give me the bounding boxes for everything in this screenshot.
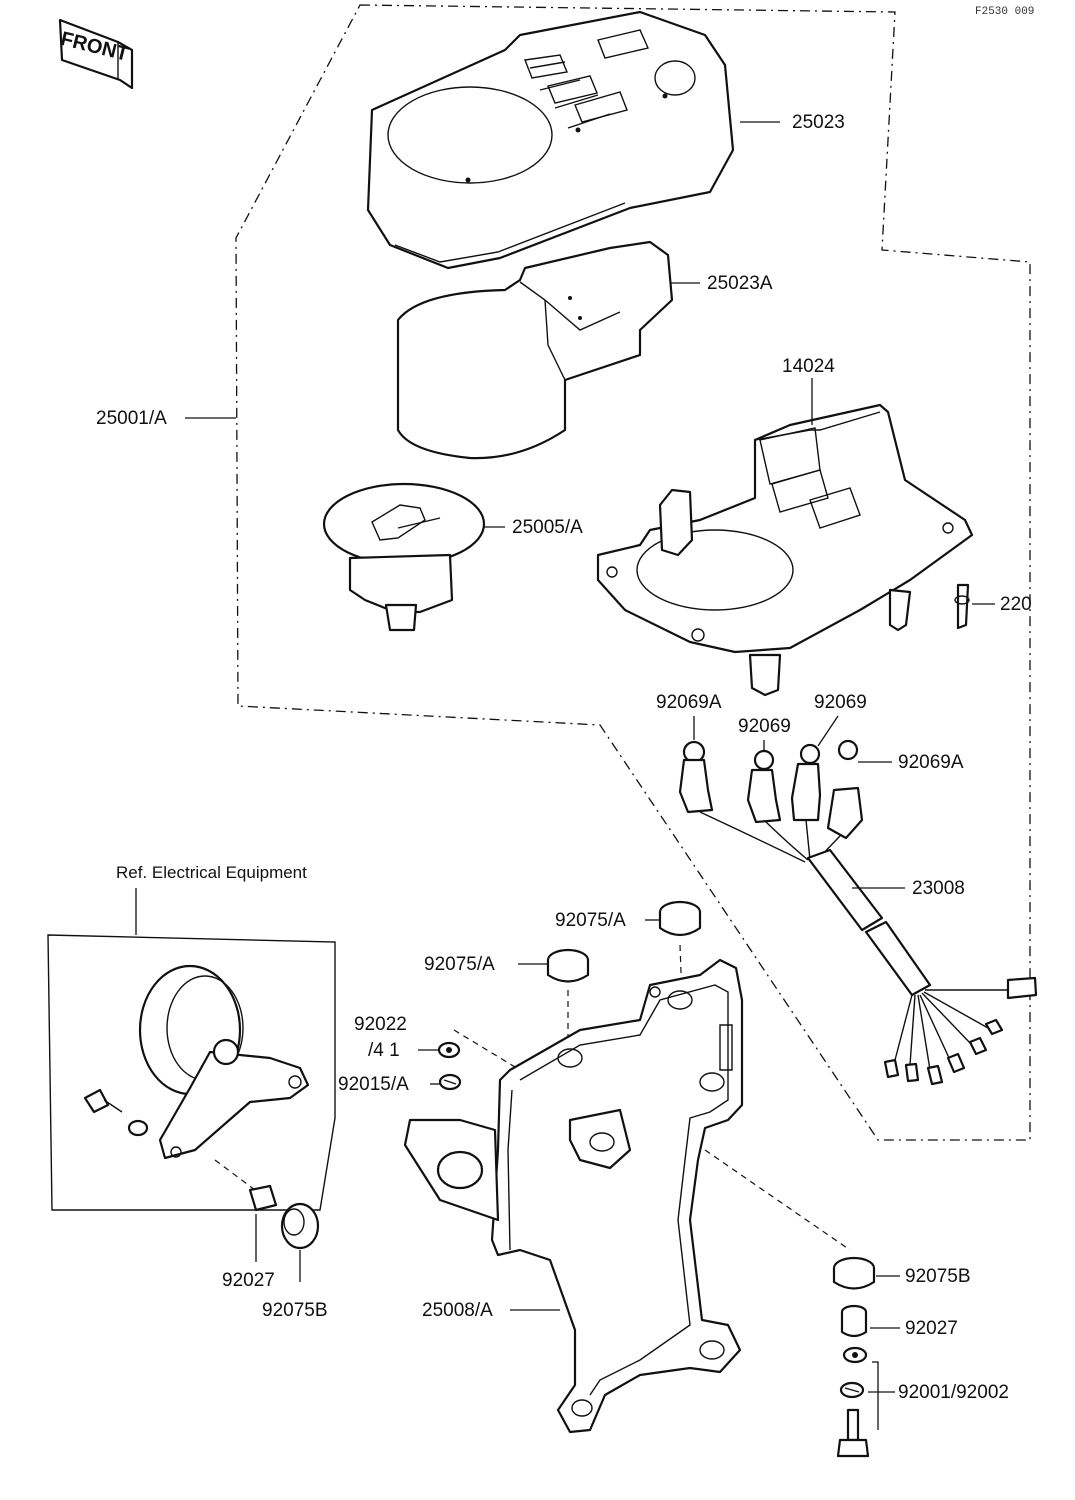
- label-23008: 23008: [912, 878, 965, 899]
- horn: [138, 964, 310, 1160]
- grommet-92075A-mid: [546, 948, 590, 983]
- label-92075B-right: 92075B: [905, 1266, 971, 1287]
- label-92015A: 92015/A: [338, 1074, 409, 1095]
- bulb-socket-92069A-left: [678, 740, 714, 814]
- meter-cover-upper: [366, 10, 735, 270]
- washer-92022: [437, 1041, 461, 1059]
- label-92075A-top: 92075/A: [555, 910, 626, 931]
- label-92075B-left: 92075B: [262, 1300, 328, 1321]
- label-220: 220: [1000, 594, 1032, 615]
- screw-220: [954, 583, 970, 630]
- nut-92015A: [438, 1073, 462, 1091]
- meter-housing: [596, 403, 974, 697]
- washer-92002: [839, 1381, 865, 1399]
- electrical-ref-boundary: [47, 934, 336, 1211]
- wire-harness: [699, 811, 1038, 1086]
- label-92075A-mid: 92075/A: [424, 954, 495, 975]
- washer-92001: [842, 1346, 868, 1364]
- label-92069A-right: 92069A: [898, 752, 964, 773]
- label-25023: 25023: [792, 112, 845, 133]
- mounting-bolt: [836, 1408, 870, 1458]
- label-92027-left: 92027: [222, 1270, 275, 1291]
- reference-code: F2530 009: [975, 6, 1034, 18]
- label-92069-b: 92069: [814, 692, 867, 713]
- bulb-socket-92069-a: [746, 749, 782, 824]
- collar-92027-right: [840, 1304, 868, 1338]
- bulb-socket-92069A-right: [826, 739, 864, 840]
- label-25005A: 25005/A: [512, 517, 583, 538]
- label-92022-suffix: /4 1: [368, 1040, 400, 1061]
- meter-dial: [322, 482, 486, 632]
- label-92069-a: 92069: [738, 716, 791, 737]
- assembly-boundary: [235, 4, 1031, 1141]
- label-92069A-left: 92069A: [656, 692, 722, 713]
- meter-case: [396, 240, 674, 460]
- label-92001-92002: 92001/92002: [898, 1382, 1009, 1403]
- label-92022: 92022: [354, 1014, 407, 1035]
- bulb-socket-92069-b: [790, 743, 822, 822]
- label-14024: 14024: [782, 356, 835, 377]
- label-92027-right: 92027: [905, 1318, 958, 1339]
- front-direction-marker: FRONT: [58, 18, 134, 90]
- meter-bracket: [403, 958, 744, 1434]
- collar-92027-left: [248, 1184, 278, 1212]
- grommet-92075B-left: [280, 1202, 320, 1250]
- label-25023A: 25023A: [707, 273, 773, 294]
- label-25001A: 25001/A: [96, 408, 167, 429]
- grommet-92075B-right: [832, 1256, 876, 1290]
- label-25008A: 25008/A: [422, 1300, 493, 1321]
- label-ref-electrical: Ref. Electrical Equipment: [116, 863, 307, 882]
- grommet-92075A-top: [658, 900, 702, 937]
- horn-bolt: [83, 1088, 149, 1137]
